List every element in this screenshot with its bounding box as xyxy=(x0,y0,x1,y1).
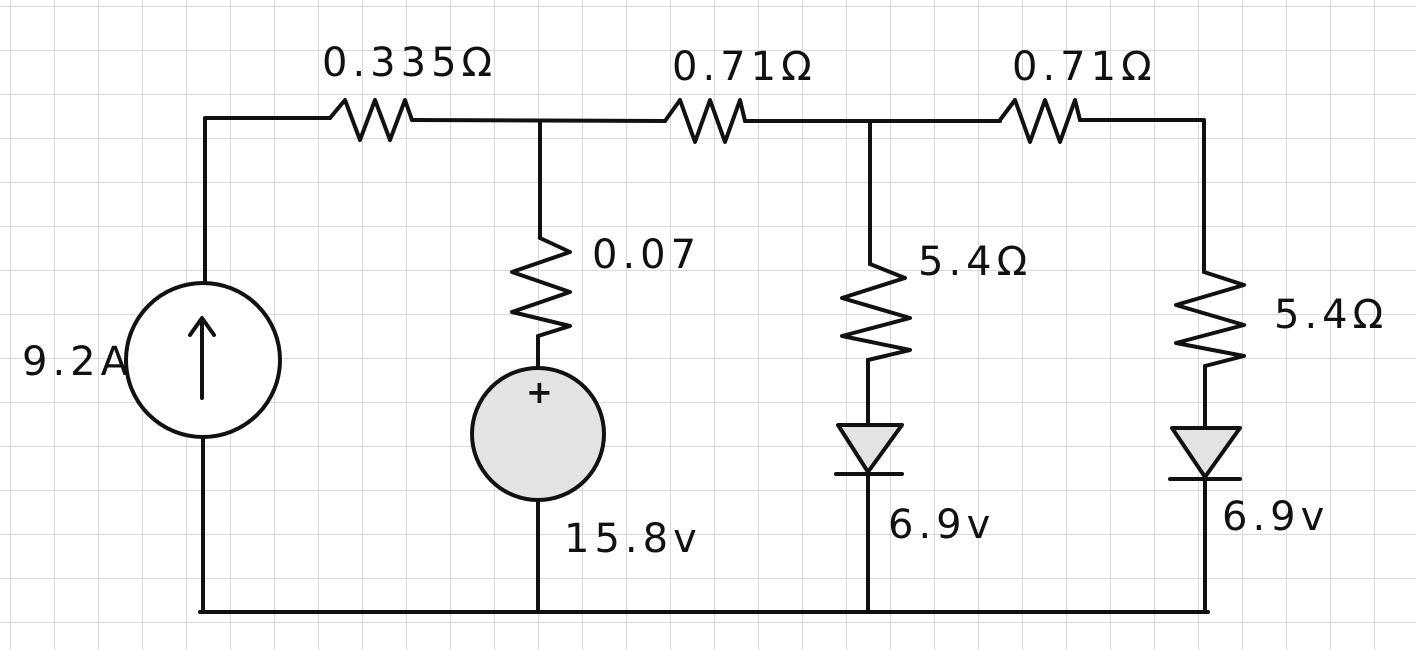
wires xyxy=(198,116,1210,614)
label-resistor-branch-diode2: 5.4Ω xyxy=(1274,292,1388,338)
label-resistor-branch-source: 0.07 xyxy=(592,232,701,278)
wire-left-top xyxy=(203,116,332,284)
label-voltage-source: 15.8v xyxy=(564,516,702,562)
resistor-top-middle xyxy=(663,98,747,144)
resistor-branch-diode2 xyxy=(1174,270,1246,368)
arrow-up-icon xyxy=(188,316,216,400)
resistor-branch-diode1 xyxy=(840,262,912,362)
current-source xyxy=(124,281,282,439)
resistor-branch-source xyxy=(510,236,572,338)
resistor-top-left xyxy=(328,98,414,142)
label-current-source: 9.2A xyxy=(22,339,133,385)
label-diode-1: 6.9v xyxy=(888,502,995,548)
diode-1 xyxy=(834,423,904,476)
wire-top-3 xyxy=(1078,118,1206,274)
label-resistor-top-middle: 0.71Ω xyxy=(672,44,817,90)
label-diode-2: 6.9v xyxy=(1222,494,1329,540)
label-resistor-top-right: 0.71Ω xyxy=(1012,44,1157,90)
label-resistor-branch-diode1: 5.4Ω xyxy=(918,239,1032,285)
diode-2 xyxy=(1168,426,1242,481)
label-resistor-top-left: 0.335Ω xyxy=(322,40,497,86)
polarity-plus: + xyxy=(526,373,553,411)
resistor-top-right xyxy=(998,98,1082,144)
voltage-source: + xyxy=(470,366,606,502)
